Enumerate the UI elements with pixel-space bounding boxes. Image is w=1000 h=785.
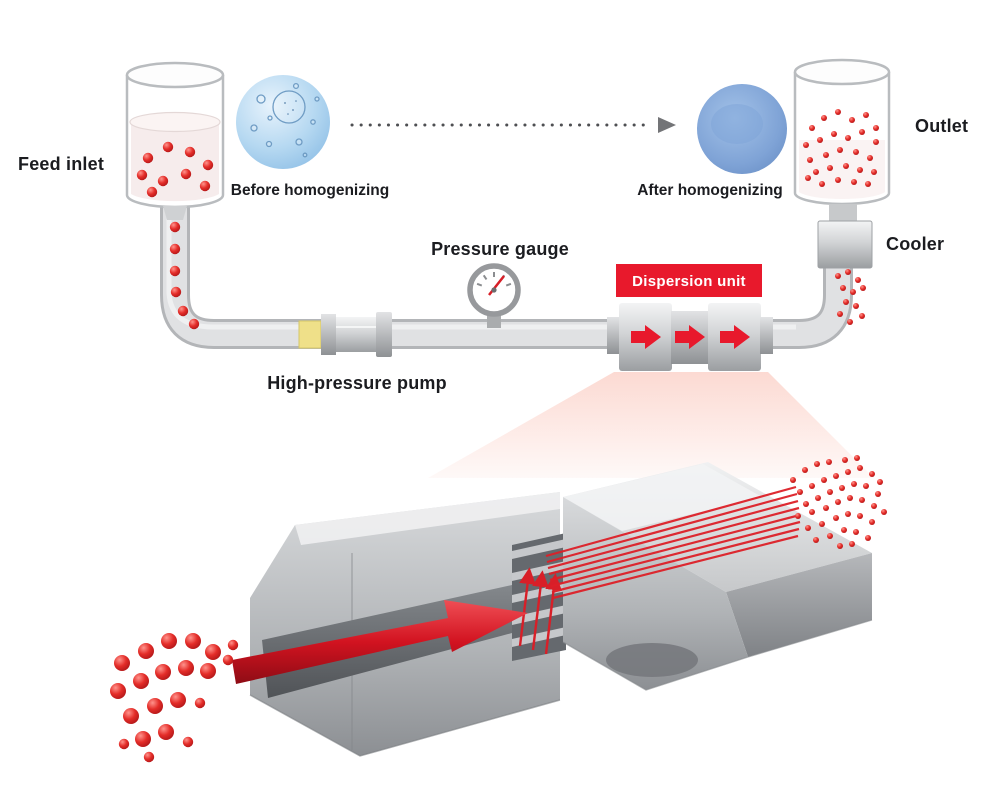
pressure-gauge — [467, 263, 521, 328]
flow-arrow-icon — [720, 325, 750, 349]
after-sample — [697, 84, 787, 174]
outlet-label: Outlet — [915, 116, 968, 136]
cooler-inlet-neck — [829, 204, 857, 221]
process-pipe — [160, 205, 853, 349]
flow-arrow-icon — [675, 325, 705, 349]
pump-seal-block — [298, 320, 322, 349]
valve-body-right-side — [726, 553, 872, 657]
flow-arrow-icon — [631, 325, 661, 349]
cooler-block — [817, 220, 873, 269]
feed-inlet-label: Feed inlet — [18, 154, 104, 174]
high-pressure-pump — [298, 312, 392, 357]
dispersion-beam — [428, 372, 874, 478]
before-homogenizing-label: Before homogenizing — [231, 182, 389, 199]
gauge-needle — [488, 275, 505, 296]
feed-outlet-neck — [163, 206, 187, 220]
coarse-particle-cluster — [110, 633, 239, 763]
flow-direction-arrow — [350, 117, 676, 133]
after-homogenizing-label: After homogenizing — [637, 182, 783, 199]
feed-inlet-container — [125, 61, 225, 220]
cooler-label: Cooler — [886, 234, 944, 254]
dispersion-unit-label: Dispersion unit — [632, 273, 746, 290]
pressure-gauge-label: Pressure gauge — [431, 239, 569, 259]
dispersion-unit-label-chip — [616, 264, 762, 297]
dispersion-unit — [607, 303, 773, 371]
outlet-assembly — [793, 58, 891, 325]
before-sample — [236, 75, 330, 169]
inlet-flow-arrow — [232, 600, 528, 684]
outlet-jet-streamlines — [545, 485, 801, 600]
arrowhead-icon — [658, 117, 676, 133]
high-pressure-pump-label: High-pressure pump — [267, 373, 447, 393]
homogenizing-valve-cutaway — [110, 372, 887, 763]
